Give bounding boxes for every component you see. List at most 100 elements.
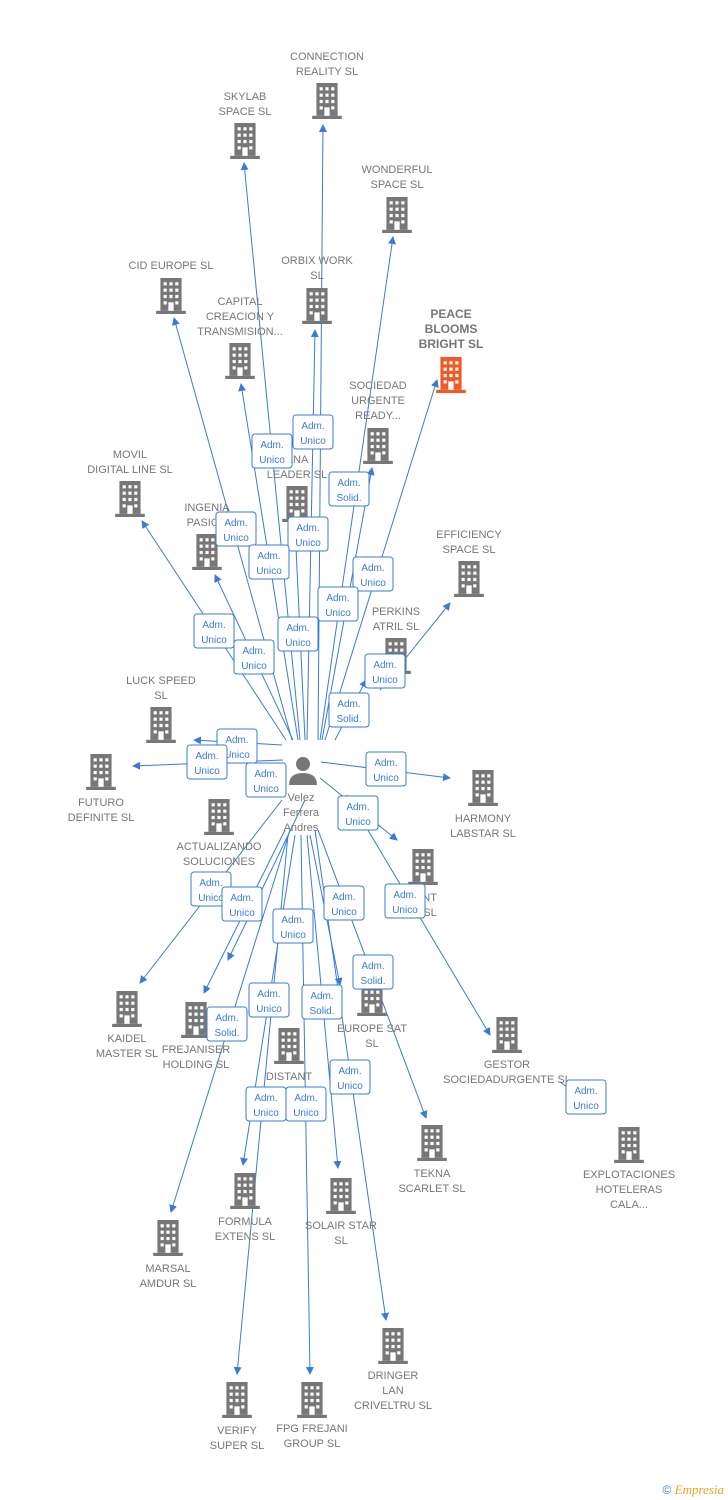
company-label-line: DEFINITE SL [68, 812, 135, 824]
role-badge[interactable]: Adm.Unico [193, 613, 235, 649]
role-badge-text: Unico [360, 578, 386, 589]
role-badge-box [272, 908, 314, 944]
role-badge[interactable]: Adm.Unico [248, 544, 290, 580]
role-badge-text: Unico [285, 638, 311, 649]
role-badge[interactable]: Adm.Unico [248, 982, 290, 1018]
company-node-cid[interactable]: CID EUROPE SL [129, 260, 214, 314]
company-label-line: LUCK SPEED [126, 675, 196, 687]
person-node[interactable]: Velez Ferrera Andres [283, 757, 320, 834]
building-icon [417, 1125, 447, 1161]
company-label-line: MASTER SL [96, 1048, 158, 1060]
role-badge-text: Unico [229, 908, 255, 919]
company-label-line: CAPITAL [217, 296, 262, 308]
footer-brand[interactable]: © Empresia [662, 1482, 724, 1498]
role-badge-text: Unico [253, 1108, 279, 1119]
role-badge[interactable]: Adm.Solid. [352, 954, 394, 990]
role-badge-text: Adm. [260, 440, 283, 451]
role-badge[interactable]: Adm.Unico [365, 751, 407, 787]
company-label-line: PEACE [430, 307, 471, 321]
role-badge-text: Adm. [230, 893, 253, 904]
role-badge-box [328, 471, 370, 507]
role-badge-text: Unico [573, 1101, 599, 1112]
role-badge-box [364, 653, 406, 689]
role-badge[interactable]: Adm.Unico [364, 653, 406, 689]
role-badge[interactable]: Adm.Unico [384, 883, 426, 919]
role-badge[interactable]: Adm.Unico [277, 616, 319, 652]
company-label-line: SPACE SL [443, 544, 496, 556]
company-label-line: CRIVELTRU SL [354, 1400, 432, 1412]
role-badge[interactable]: Adm.Unico [352, 556, 394, 592]
role-badge-text: Adm. [337, 699, 360, 710]
role-badge[interactable]: Adm.Solid. [206, 1006, 248, 1042]
role-badge-box [186, 744, 228, 780]
role-badge[interactable]: Adm.Unico [215, 511, 257, 547]
role-badge[interactable]: Adm.Unico [287, 516, 329, 552]
role-badge[interactable]: Adm.Unico [233, 639, 275, 675]
role-badge[interactable]: Adm.Unico [337, 795, 379, 831]
company-label-line: PERKINS [372, 606, 420, 618]
role-badge-text: Adm. [332, 892, 355, 903]
role-badge-box [328, 692, 370, 728]
role-badge-box [323, 885, 365, 921]
company-label-line: HOTELERAS [596, 1184, 663, 1196]
role-badge[interactable]: Adm.Unico [323, 885, 365, 921]
role-badge-text: Unico [256, 566, 282, 577]
role-badge[interactable]: Adm.Unico [272, 908, 314, 944]
role-badge-box [292, 414, 334, 450]
role-badge-box [277, 616, 319, 652]
role-badge[interactable]: Adm.Unico [317, 586, 359, 622]
role-badge[interactable]: Adm.Unico [251, 433, 293, 469]
role-badge-text: Unico [337, 1081, 363, 1092]
role-badge[interactable]: Adm.Unico [245, 762, 287, 798]
company-node-explotaciones[interactable]: EXPLOTACIONESHOTELERASCALA... [583, 1127, 675, 1211]
company-node-distant2[interactable]: DISTANT [266, 1028, 313, 1083]
company-label-line: SPACE SL [219, 106, 272, 118]
role-badge-box [285, 1086, 327, 1122]
role-badge[interactable]: Adm.Unico [285, 1086, 327, 1122]
role-badge-text: Unico [224, 750, 250, 761]
company-label-line: EXTENS SL [215, 1231, 276, 1243]
company-label-line: LEADER SL [267, 469, 328, 481]
role-badge[interactable]: Adm.Unico [565, 1079, 607, 1115]
role-badge[interactable]: Adm.Unico [186, 744, 228, 780]
role-badge[interactable]: Adm. Unico [221, 886, 263, 922]
role-badge[interactable]: Adm.Unico [292, 414, 334, 450]
company-node-sociedad[interactable]: SOCIEDADURGENTEREADY... [349, 380, 407, 464]
role-badge-text: Unico [372, 675, 398, 686]
role-badge[interactable]: Adm.Solid. [301, 984, 343, 1020]
role-badge[interactable]: Adm.Solid. [328, 471, 370, 507]
building-icon [153, 1220, 183, 1256]
role-badge[interactable]: Adm.Solid. [328, 692, 370, 728]
role-badge-text: Adm. [195, 751, 218, 762]
role-badge[interactable]: Adm.Unico [329, 1059, 371, 1095]
role-badge[interactable]: Adm.Unico [245, 1086, 287, 1122]
role-badge-text: Adm. [202, 620, 225, 631]
building-icon [382, 197, 412, 233]
